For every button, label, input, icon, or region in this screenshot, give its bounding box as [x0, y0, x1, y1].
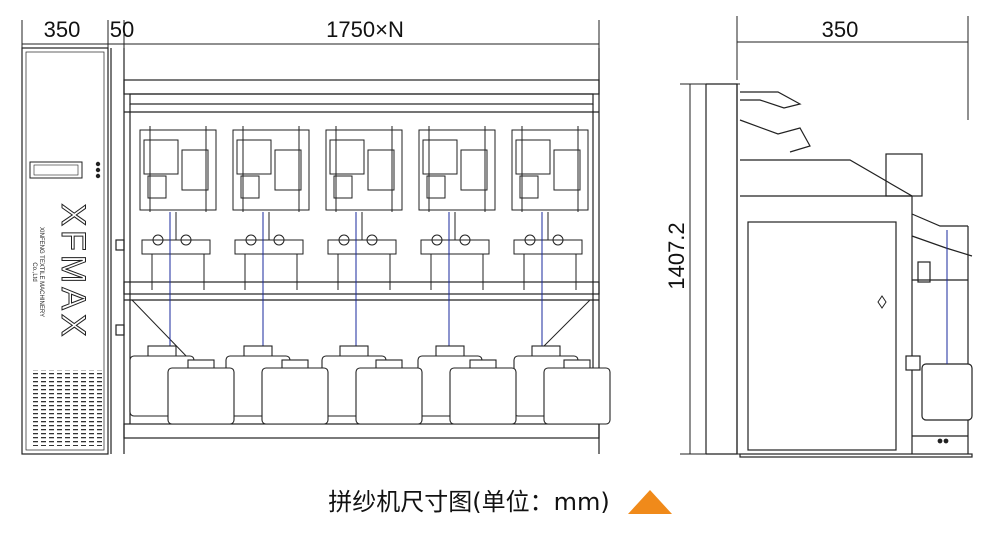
spindle-unit — [139, 126, 217, 360]
yarn-package-front — [261, 359, 329, 425]
spindle-unit — [511, 126, 589, 360]
spindle-unit — [418, 126, 496, 360]
dim-unit-width: 1750×N — [326, 17, 404, 42]
yarn-package-front — [355, 359, 423, 425]
brand-subtitle: XINFENG TEXTILE MACHINERY — [38, 227, 44, 317]
main-frame — [110, 48, 600, 454]
spindle-unit — [232, 126, 310, 360]
spindle-unit — [325, 126, 403, 360]
yarn-package-front — [449, 359, 517, 425]
display-panel — [29, 161, 83, 179]
svg-text:XFMAX: XFMAX — [54, 203, 92, 340]
dim-side-depth: 350 — [822, 17, 859, 42]
dim-height: 1407.2 — [664, 222, 689, 289]
dim-control-width: 350 — [44, 17, 81, 42]
dim-gap-width: 50 — [110, 17, 134, 42]
spindle-units — [139, 126, 589, 360]
vent-grille — [32, 370, 102, 446]
brand-subtitle-2: Co.,Ltd — [31, 262, 37, 281]
yarn-packages — [129, 345, 611, 425]
xfmax-logo: XFMAX — [54, 203, 93, 341]
control-cabinet — [21, 47, 109, 455]
yarn-package-front — [167, 359, 235, 425]
drawing-caption: 拼纱机尺寸图(单位：mm) — [0, 482, 1000, 517]
yarn-package-front — [543, 359, 611, 425]
caption-text: 拼纱机尺寸图(单位：mm) — [328, 488, 610, 516]
side-view-machine — [705, 83, 973, 458]
side-door — [747, 221, 897, 451]
side-package — [905, 230, 973, 444]
door-handle-icon — [877, 295, 887, 309]
orange-triangle-icon — [627, 490, 672, 514]
